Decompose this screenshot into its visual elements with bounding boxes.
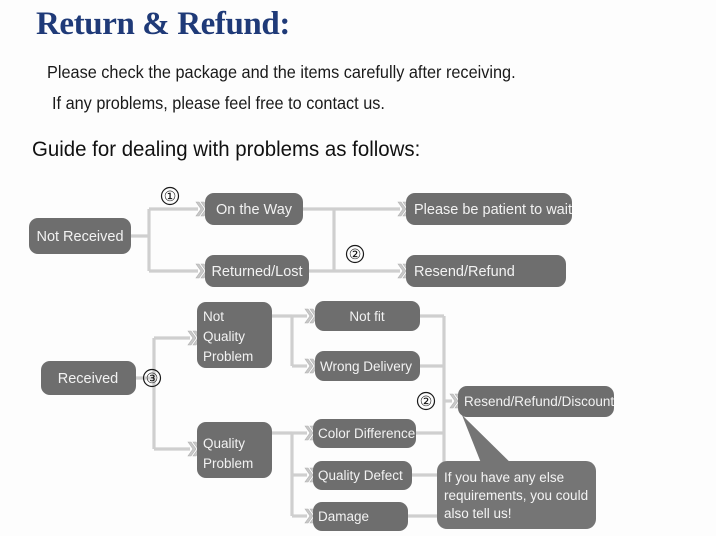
node-color-difference: Color Difference — [313, 419, 416, 448]
marker-three-label: ③ — [146, 372, 159, 387]
node-wrong-delivery: Wrong Delivery — [315, 351, 420, 381]
callout-line-1: If you have any else — [444, 470, 564, 485]
node-received: Received — [41, 361, 136, 395]
node-not-quality-problem: Not Quality Problem — [197, 302, 272, 368]
node-returned-lost: Returned/Lost — [205, 255, 309, 287]
node-resend-refund-label: Resend/Refund — [414, 264, 515, 280]
node-not-quality-problem-line1: Not — [203, 309, 224, 324]
intro-line-2: If any problems, please feel free to con… — [52, 93, 385, 113]
step-markers: ① ② ③ ② — [142, 186, 436, 411]
node-damage: Damage — [313, 502, 408, 531]
node-received-label: Received — [58, 371, 118, 387]
node-not-fit: Not fit — [315, 301, 420, 331]
node-quality-problem-line2: Problem — [203, 456, 253, 471]
callout-bubble: If you have any else requirements, you c… — [437, 415, 596, 529]
node-resend-refund: Resend/Refund — [406, 255, 566, 287]
marker-two-bottom-label: ② — [420, 395, 433, 410]
marker-one: ① — [160, 186, 180, 206]
node-quality-problem: Quality Problem — [197, 422, 272, 478]
node-not-quality-problem-line3: Problem — [203, 349, 253, 364]
page-title: Return & Refund: — [36, 6, 290, 42]
node-returned-lost-label: Returned/Lost — [211, 264, 302, 280]
marker-two-bottom: ② — [416, 391, 436, 411]
node-please-be-patient-label: Please be patient to wait — [414, 202, 572, 218]
callout-line-3: also tell us! — [444, 506, 512, 521]
node-not-fit-label: Not fit — [349, 309, 385, 324]
node-not-received-label: Not Received — [36, 229, 123, 245]
marker-one-label: ① — [164, 190, 177, 205]
callout-line-2: requirements, you could — [444, 488, 588, 503]
node-quality-problem-line1: Quality — [203, 436, 245, 451]
node-on-the-way: On the Way — [205, 193, 303, 225]
connector-lines — [131, 207, 452, 518]
node-damage-label: Damage — [318, 509, 369, 524]
node-color-difference-label: Color Difference — [318, 426, 415, 441]
node-not-received: Not Received — [29, 218, 131, 254]
node-not-quality-problem-line2: Quality — [203, 329, 245, 344]
marker-two-top-label: ② — [349, 248, 362, 263]
marker-three: ③ — [142, 368, 162, 388]
node-please-be-patient: Please be patient to wait — [406, 193, 572, 225]
node-resend-refund-discount-label: Resend/Refund/Discount — [464, 394, 614, 409]
node-quality-defect-label: Quality Defect — [318, 468, 403, 483]
node-wrong-delivery-label: Wrong Delivery — [320, 359, 412, 374]
intro-line-1: Please check the package and the items c… — [47, 62, 516, 82]
node-on-the-way-label: On the Way — [216, 202, 293, 218]
node-quality-defect: Quality Defect — [313, 461, 412, 490]
flow-nodes: Not Received On the Way Returned/Lost Pl… — [29, 193, 614, 531]
node-resend-refund-discount: Resend/Refund/Discount — [458, 386, 614, 417]
guide-heading: Guide for dealing with problems as follo… — [32, 137, 421, 161]
marker-two-top: ② — [345, 244, 365, 264]
